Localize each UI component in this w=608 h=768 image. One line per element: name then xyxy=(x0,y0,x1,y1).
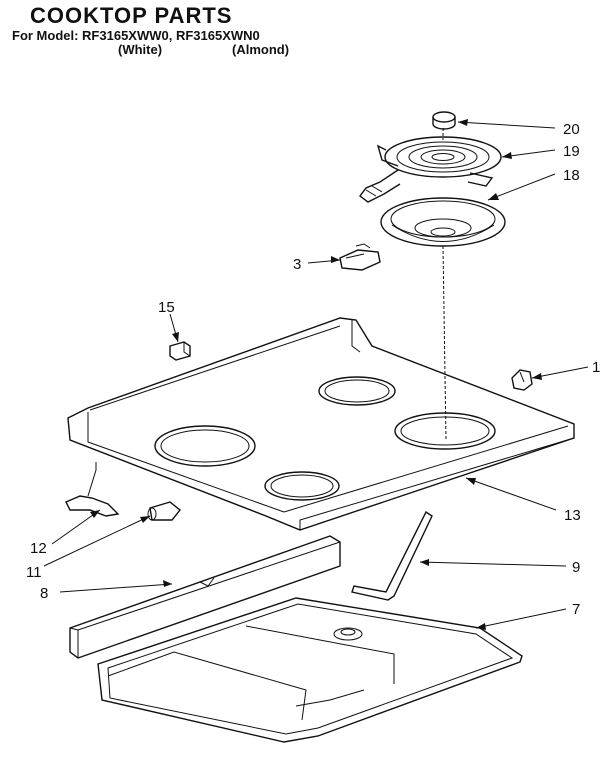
axis-line xyxy=(442,245,447,441)
callout-13: 13 xyxy=(564,507,581,524)
part-20-cap xyxy=(432,111,456,130)
leader-9 xyxy=(419,561,567,567)
arrow-9 xyxy=(420,559,429,566)
leader-12 xyxy=(51,509,101,545)
callout-8: 8 xyxy=(40,585,48,602)
arrow-18 xyxy=(488,193,499,200)
model-line: For Model: RF3165XWW0, RF3165XWN0 xyxy=(12,28,260,43)
part-8-front-panel xyxy=(69,535,341,659)
part-12-socket xyxy=(65,462,120,517)
callout-20: 20 xyxy=(563,121,580,138)
arrow-8 xyxy=(163,580,172,587)
variant-almond: (Almond) xyxy=(232,42,290,57)
leader-lines xyxy=(43,119,589,630)
part-13-cooktop xyxy=(67,317,575,531)
leader-18 xyxy=(487,173,556,201)
leader-20 xyxy=(457,121,556,129)
part-19-surface-element xyxy=(359,136,502,203)
leader-11 xyxy=(43,515,151,567)
part-1-knob xyxy=(511,369,533,391)
arrow-11 xyxy=(140,516,150,523)
part-11-lamp xyxy=(147,501,181,521)
callout-12: 12 xyxy=(30,540,47,557)
leader-13 xyxy=(465,477,557,511)
arrow-7 xyxy=(476,623,486,630)
leader-7 xyxy=(475,608,567,629)
arrow-20 xyxy=(458,119,468,126)
page-title: COOKTOP PARTS xyxy=(30,3,233,28)
leader-8 xyxy=(59,583,173,593)
callout-11: 11 xyxy=(26,564,42,581)
callout-7: 7 xyxy=(572,601,580,618)
arrow-19 xyxy=(502,152,512,159)
part-3-terminal-block xyxy=(339,243,381,271)
callout-15: 15 xyxy=(158,299,175,316)
callout-1: 1 xyxy=(592,359,600,376)
callout-3: 3 xyxy=(293,256,301,273)
part-15-clip xyxy=(169,341,191,361)
arrow-15 xyxy=(172,332,179,342)
part-7-bottom-tray xyxy=(97,597,523,743)
arrow-12 xyxy=(90,510,100,518)
callout-9: 9 xyxy=(572,559,580,576)
part-9-rod xyxy=(351,510,433,601)
part-18-drip-bowl xyxy=(380,197,506,247)
arrow-3 xyxy=(331,256,340,263)
arrow-1 xyxy=(532,373,542,380)
callout-18: 18 xyxy=(563,167,580,184)
arrow-13 xyxy=(466,478,476,485)
variant-white: (White) xyxy=(118,42,163,57)
callout-19: 19 xyxy=(563,143,580,160)
